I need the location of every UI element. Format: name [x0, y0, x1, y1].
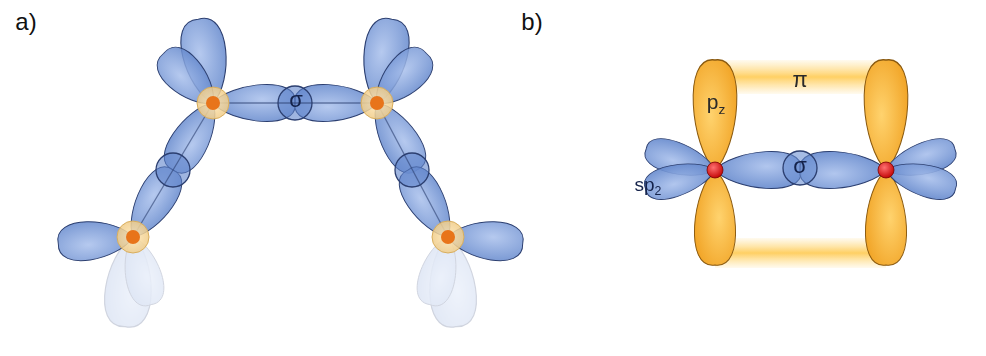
pz-orbitals	[693, 60, 908, 265]
panel-a-atoms	[117, 87, 464, 253]
orbital-label: sp2	[635, 175, 662, 198]
panel-letter: b)	[521, 10, 542, 34]
pi-bond-bands	[715, 60, 886, 268]
bond-symbol: σ	[289, 89, 303, 111]
orbital-label: pz	[707, 91, 726, 116]
bond-symbol: σ	[793, 155, 807, 177]
sp2-orbitals	[641, 134, 960, 204]
bond-symbol: π	[792, 69, 807, 91]
panel-a-orbitals	[56, 15, 524, 329]
panel-letter: a)	[15, 10, 36, 34]
